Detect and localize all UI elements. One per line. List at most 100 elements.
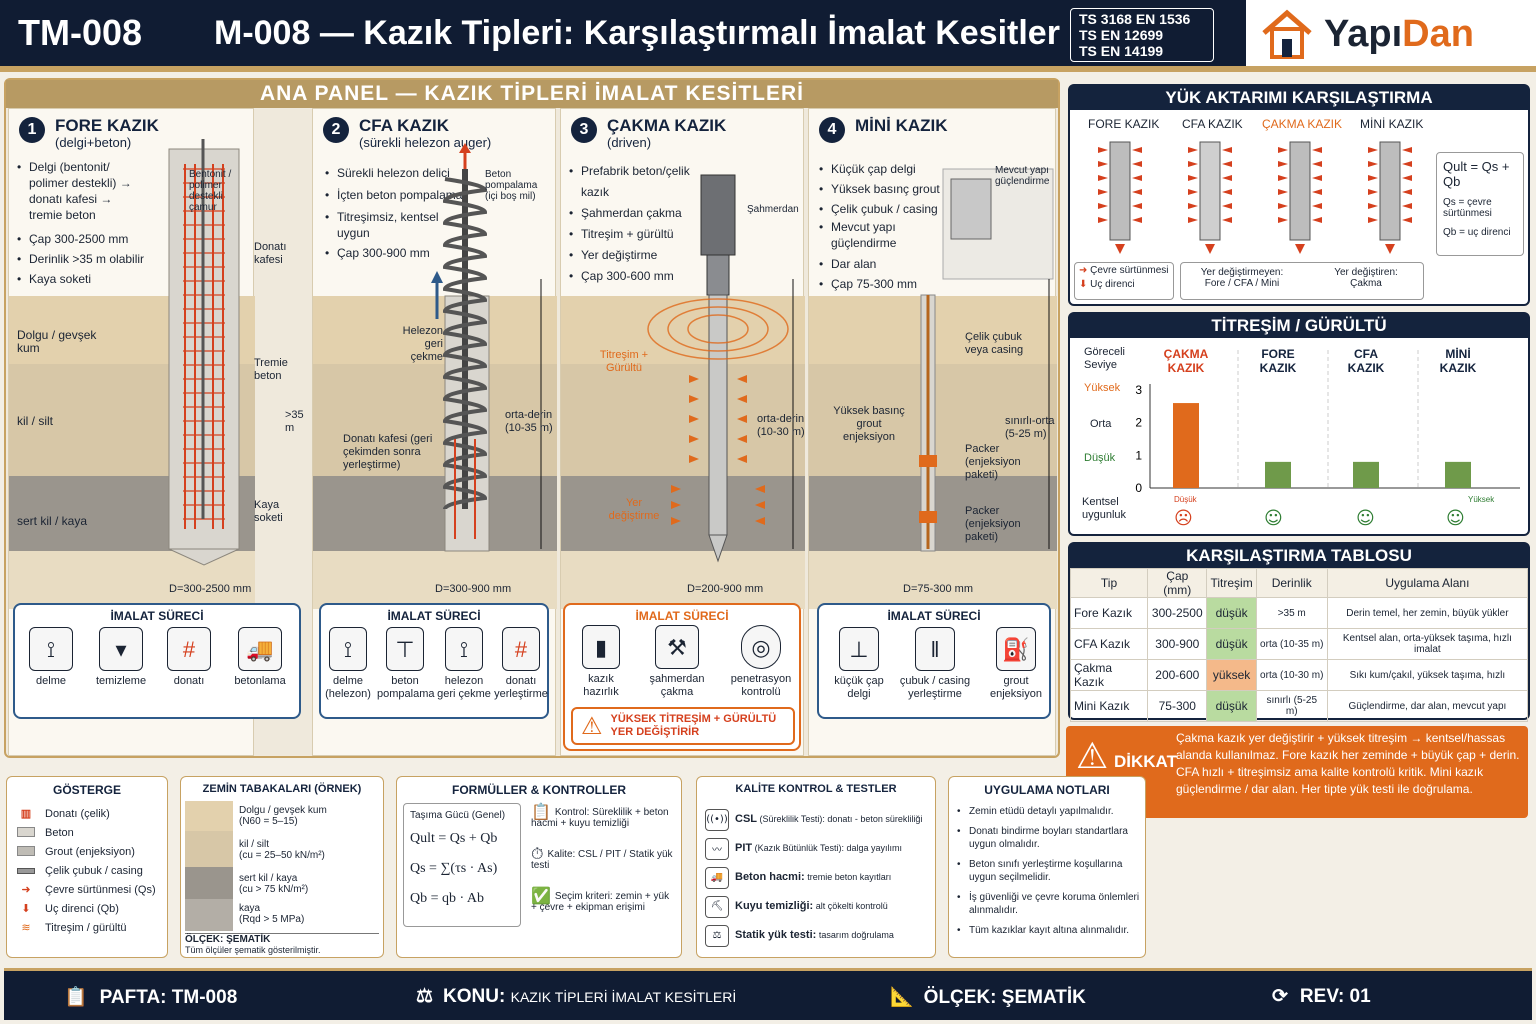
table-cell: Çakma Kazık (1069, 659, 1149, 691)
legend-end-bearing: ⬇ Uç direnci (1079, 279, 1135, 290)
step-concrete: 🚚betonlama (227, 627, 293, 688)
callout-withdraw: Helezon geri çekme (402, 325, 443, 363)
notes-title: UYGULAMA NOTLARI (984, 783, 1110, 797)
table-header: Derinlik (1255, 568, 1328, 598)
friction-arrow (1188, 147, 1198, 153)
callout-pump: Beton pompalama (içi boş mil) (485, 169, 538, 202)
friction-arrow (1098, 175, 1108, 181)
friction-arrow (1222, 203, 1232, 209)
friction-arrow (1368, 203, 1378, 209)
friction-arrow (1222, 217, 1232, 223)
category-label: KAZIK (1168, 361, 1205, 375)
callout-rebar: Donatı kafesi (254, 241, 287, 266)
standards-box: TS 3168 EN 1536 TS EN 12699 TS EN 14199 (1060, 0, 1246, 66)
table-cell: düşük (1206, 597, 1257, 629)
pile-title: MİNİ KAZIK (855, 116, 948, 135)
page-title: M-008 — Kazık Tipleri: Karşılaştırmalı İ… (210, 0, 1060, 66)
smile-face-icon: ☺ (1356, 508, 1375, 529)
qc-title: KALİTE KONTROL & TESTLER (735, 783, 897, 795)
friction-arrow (1188, 161, 1198, 167)
pile-bullets: Delgi (bentonit/ polimer destekli) → don… (17, 159, 147, 289)
bullet: Çap 75-300 mm (819, 274, 941, 294)
warning-icon: ⚠ (1076, 736, 1109, 777)
bullet: Çelik çubuk / casing (819, 199, 941, 219)
table-header: Uygulama Alanı (1326, 568, 1529, 598)
pile-subtitle: (driven) (607, 135, 652, 150)
urban-high: Yüksek (1468, 495, 1495, 504)
soil-layer-2: kil / silt(cu = 25–50 kN/m²) (239, 839, 325, 861)
load-pile-shaft (1109, 141, 1131, 241)
load-transfer-drawing (1098, 141, 1412, 254)
qc-panel: KALİTE KONTROL & TESTLER ((•))CSL (Sürek… (696, 776, 936, 958)
end-bearing-arrow (1205, 244, 1215, 254)
smile-face-icon: ☺ (1446, 508, 1465, 529)
table-cell: düşük (1206, 628, 1257, 660)
depth-label: >35 m (285, 409, 304, 434)
friction-arrow (1278, 217, 1288, 223)
friction-arrow (1188, 189, 1198, 195)
friction-arrow (1098, 203, 1108, 209)
diameter-label: D=75-300 mm (903, 583, 974, 595)
load-pile-shaft (1379, 141, 1401, 241)
callout-packer-1: Packer (enjeksiyon paketi) (965, 443, 1021, 481)
pile-column-mini: 4 MİNİ KAZIK Küçük çap delgi Yüksek bası… (808, 108, 1057, 756)
formula-box: Taşıma Gücü (Genel) Qult = Qs + Qb Qs = … (403, 803, 521, 927)
table-cell: Derin temel, her zemin, büyük yükler (1326, 597, 1529, 629)
logo-text-2: Dan (1402, 12, 1474, 55)
bullet: Sürekli helezon delici (325, 163, 465, 183)
step-grout: ⛽grout enjeksiyon (983, 627, 1049, 701)
load-pile-label: MİNİ KAZIK (1360, 117, 1424, 131)
caution-panel: ⚠ DİKKAT Çakma kazık yer değiştirir + yü… (1066, 726, 1528, 818)
friction-arrow (1222, 161, 1232, 167)
friction-arrow (1402, 189, 1412, 195)
warning-icon: ⚠ (581, 712, 603, 740)
bar (1445, 461, 1471, 488)
soil-layer-3: sert kil / kaya(cu > 75 kN/m²) (239, 873, 309, 895)
friction-arrow (1312, 217, 1322, 223)
process-title: İMALAT SÜRECİ (387, 609, 481, 623)
bullet: Küçük çap delgi (819, 159, 941, 179)
auger-up-icon: ⟟ (445, 627, 483, 671)
table-cell: 75-300 (1147, 690, 1208, 722)
load-pile-shaft (1199, 141, 1221, 241)
step-pump: ⊤beton pompalama (377, 627, 434, 701)
load-legend: ➜ Çevre sürtünmesi ⬇ Uç direnci (1074, 262, 1174, 300)
legend-item: Beton (15, 824, 165, 843)
process-box: İMALAT SÜRECİ ⟟delme ▾temizleme #donatı … (13, 603, 301, 719)
qc-item: 〰PIT (Kazık Bütünlük Testi): dalga yayıl… (705, 834, 933, 863)
diameter-label: D=200-900 mm (687, 583, 764, 595)
formula-2: Qs = ∑(τs · As) (410, 861, 498, 876)
compass-icon: ⚖ (416, 986, 434, 1007)
category-label: MİNİ (1445, 346, 1470, 361)
y-tick-label: 3 (1135, 383, 1142, 397)
friction-arrow (1312, 189, 1322, 195)
soil-layer-1: Dolgu / gevşek kum(N60 = 5–15) (239, 805, 327, 827)
warning-text: YÜKSEK TİTREŞİM + GÜRÜLTÜ YER DEĞİŞTİRİR (610, 713, 777, 738)
step-clean: ▾temizleme (91, 627, 151, 688)
soil-label-clay: kil / silt (17, 414, 53, 428)
pile-subtitle: (sürekli helezon auger) (359, 135, 492, 150)
table-cell: Sıkı kum/çakıl, yüksek taşıma, hızlı (1326, 659, 1529, 691)
friction-arrow (1368, 175, 1378, 181)
soil-layer-4: kaya(Rqd > 5 MPa) (239, 903, 305, 925)
note-item: Tüm kazıklar kayıt altına alınmalıdır. (957, 924, 1143, 937)
friction-arrow (1132, 147, 1142, 153)
comparison-title: KARŞILAŞTIRMA TABLOSU (1070, 544, 1528, 568)
friction-arrow (1098, 189, 1108, 195)
pump-icon: ⊤ (386, 627, 424, 671)
step-withdraw: ⟟helezon geri çekme (437, 627, 491, 701)
bullet: Çap 300-2500 mm (17, 229, 147, 249)
check-1: 📋Kontrol: Süreklilik + beton hacmi + kuy… (531, 804, 669, 830)
axis-title: Göreceli Seviye (1084, 346, 1125, 371)
bullet: Dar alan (819, 254, 941, 274)
auger-flight (442, 177, 488, 510)
soil-label-fill: Dolgu / gevşek kum (17, 328, 97, 355)
bullet: Yer değiştirme (569, 245, 719, 266)
end-bearing-arrow (1115, 244, 1125, 254)
gauge-icon: ⏱ (531, 846, 544, 863)
auger-icon: ⟟ (329, 627, 367, 671)
pile-number: 2 (323, 117, 349, 143)
fore-section-drawing (9, 139, 255, 609)
